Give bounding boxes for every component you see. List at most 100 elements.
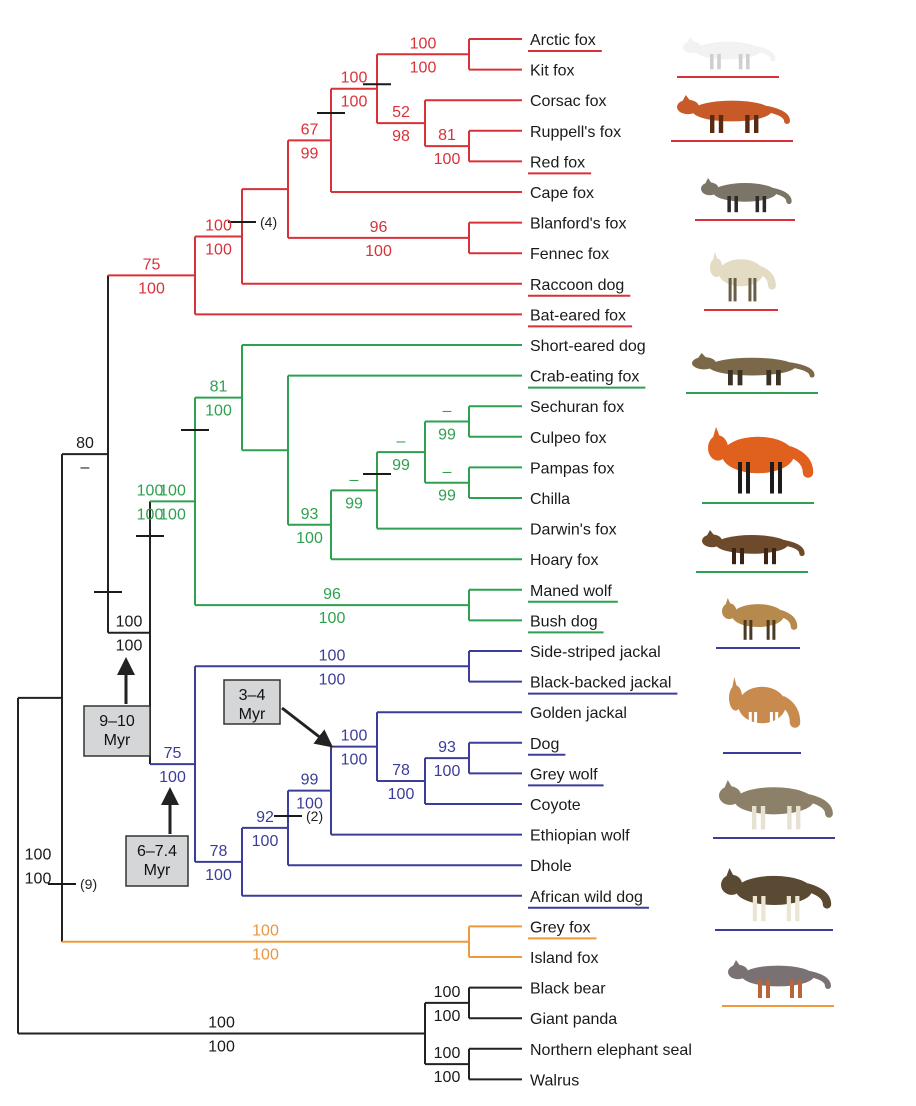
support-value-bottom: 100 — [434, 763, 461, 780]
support-value-top: 75 — [143, 256, 161, 273]
taxon-label: Hoary fox — [530, 552, 598, 569]
support-value-bottom: 98 — [392, 128, 410, 145]
divergence-time-range: 9–10 — [99, 713, 135, 730]
taxon-label: Maned wolf — [530, 583, 612, 600]
taxon-label: African wild dog — [530, 889, 643, 906]
grey-wolf-icon — [713, 780, 835, 839]
support-value-top: 100 — [208, 1015, 235, 1032]
african-wild-dog-icon — [715, 868, 833, 931]
divergence-time-range: 3–4 — [239, 687, 266, 704]
taxon-label: Culpeo fox — [530, 430, 607, 447]
support-value-top: 100 — [116, 614, 143, 631]
support-value-top: 92 — [256, 809, 274, 826]
grey-fox-icon — [722, 960, 834, 1007]
support-value-top: 67 — [301, 121, 319, 138]
support-value-top: 93 — [301, 506, 319, 523]
taxon-label: Pampas fox — [530, 460, 614, 477]
divergence-time-unit: Myr — [144, 862, 171, 879]
taxon-label: Giant panda — [530, 1011, 617, 1028]
support-value-bottom: 100 — [138, 280, 165, 297]
support-value-top: 96 — [370, 219, 388, 236]
taxon-label: Island fox — [530, 950, 598, 967]
taxon-label: Grey fox — [530, 919, 590, 936]
support-value-bottom: 100 — [25, 871, 52, 888]
taxon-label: Chilla — [530, 491, 570, 508]
support-value-top: 81 — [438, 127, 456, 144]
taxon-label: Ruppell's fox — [530, 124, 621, 141]
divergence-time-range: 6–7.4 — [137, 843, 177, 860]
support-value-top: 100 — [341, 70, 368, 87]
taxon-label: Blanford's fox — [530, 216, 626, 233]
support-value-top: 100 — [319, 647, 346, 664]
support-value-top: 52 — [392, 104, 410, 121]
taxon-label: Dog — [530, 736, 559, 753]
support-value-top: 100 — [434, 984, 461, 1001]
support-value-top: 100 — [159, 482, 186, 499]
support-value-top: – — [443, 464, 452, 481]
support-value-bottom: 100 — [205, 403, 232, 420]
support-value-bottom: 99 — [438, 427, 456, 444]
taxon-label: Fennec fox — [530, 246, 609, 263]
support-value-bottom: 100 — [434, 1069, 461, 1086]
crab-eating-fox-icon — [686, 353, 818, 394]
support-value-bottom: – — [81, 459, 90, 476]
dog-boxer-icon — [723, 677, 801, 754]
support-value-bottom: 100 — [319, 610, 346, 627]
taxon-label: Sechuran fox — [530, 399, 624, 416]
taxon-label: Walrus — [530, 1072, 579, 1089]
taxon-label: Grey wolf — [530, 766, 598, 783]
indel-note: (2) — [306, 808, 323, 824]
support-value-top: 100 — [252, 923, 279, 940]
red-fox-icon — [671, 95, 793, 142]
taxon-label: Ethiopian wolf — [530, 828, 630, 845]
indel-note: (4) — [260, 214, 277, 230]
support-value-bottom: 100 — [252, 833, 279, 850]
support-value-top: 93 — [438, 739, 456, 756]
support-value-bottom: 100 — [252, 947, 279, 964]
support-value-bottom: 99 — [392, 457, 410, 474]
support-value-top: 78 — [210, 843, 228, 860]
support-value-bottom: 100 — [388, 786, 415, 803]
support-value-bottom: 100 — [341, 752, 368, 769]
support-value-top: 100 — [410, 35, 437, 52]
support-value-bottom: 100 — [208, 1039, 235, 1056]
indel-note: (9) — [80, 876, 97, 892]
support-value-top: 100 — [25, 847, 52, 864]
raccoon-dog-icon — [695, 178, 795, 221]
support-value-bottom: 100 — [434, 151, 461, 168]
support-value-top: 100 — [137, 482, 164, 499]
support-value-bottom: 100 — [434, 1008, 461, 1025]
taxon-label: Bat-eared fox — [530, 307, 626, 324]
taxon-label: Cape fox — [530, 185, 594, 202]
taxon-label: Northern elephant seal — [530, 1042, 692, 1059]
support-value-top: 80 — [76, 435, 94, 452]
taxon-label: Raccoon dog — [530, 277, 624, 294]
support-value-top: 81 — [210, 379, 228, 396]
taxon-label: Darwin's fox — [530, 522, 617, 539]
taxon-label: Coyote — [530, 797, 581, 814]
taxon-label: Corsac fox — [530, 93, 606, 110]
support-value-bottom: 100 — [137, 506, 164, 523]
support-value-top: – — [350, 471, 359, 488]
support-value-bottom: 100 — [116, 638, 143, 655]
taxon-label: Red fox — [530, 154, 585, 171]
bush-dog-icon — [696, 530, 808, 573]
taxon-label: Kit fox — [530, 63, 574, 80]
support-value-top: 100 — [341, 728, 368, 745]
support-value-bottom: 100 — [410, 59, 437, 76]
support-value-top: 100 — [205, 217, 232, 234]
support-value-top: 96 — [323, 586, 341, 603]
taxon-label: Black-backed jackal — [530, 675, 671, 692]
support-value-top: 100 — [434, 1045, 461, 1062]
taxon-label: Bush dog — [530, 613, 598, 630]
taxon-label: Dhole — [530, 858, 572, 875]
support-value-top: 75 — [164, 745, 182, 762]
divergence-arrow — [281, 706, 334, 748]
divergence-time-unit: Myr — [104, 732, 131, 749]
support-value-bottom: 100 — [296, 530, 323, 547]
support-value-bottom: 99 — [301, 145, 319, 162]
